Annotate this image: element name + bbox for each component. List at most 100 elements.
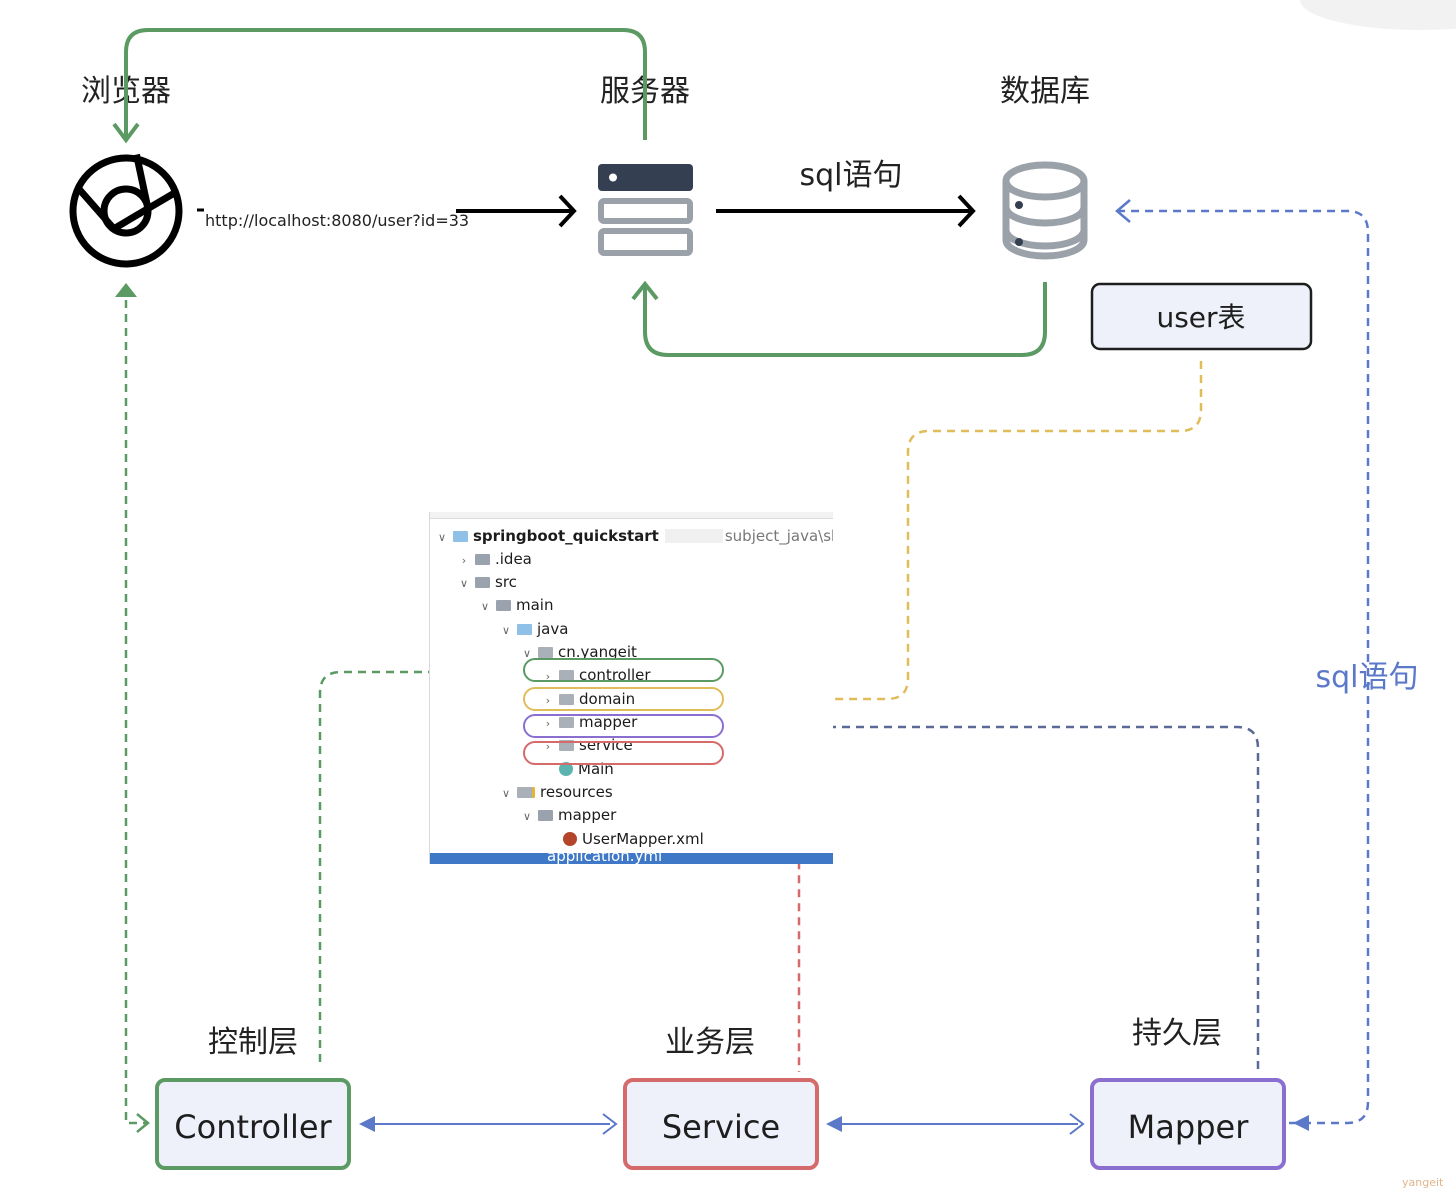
mapper-box	[1090, 1078, 1286, 1170]
service-mapper-arrowhead-left	[826, 1116, 842, 1132]
chevron-down-icon[interactable]: ∨	[501, 787, 511, 800]
tree-label-application-yml: application.yml	[547, 847, 663, 864]
mybatis-xml-icon	[563, 832, 577, 846]
chevron-right-icon[interactable]: ›	[545, 670, 551, 683]
mapper-link	[730, 725, 1260, 1070]
tree-label-main: main	[516, 596, 554, 614]
tree-row-service[interactable]: › service	[540, 734, 633, 757]
chevron-right-icon[interactable]: ›	[461, 554, 467, 567]
source-folder-icon	[517, 624, 532, 635]
controller-box-label: Controller	[174, 1108, 332, 1146]
mapper-box-label: Mapper	[1128, 1108, 1250, 1146]
tree-row-java[interactable]: ∨ java	[498, 618, 568, 641]
tree-row-root[interactable]: ∨ springboot_quickstart subject_java\sh	[434, 525, 833, 548]
chevron-down-icon[interactable]: ∨	[480, 600, 490, 613]
sql-mapper-link	[1116, 209, 1370, 1125]
controller-box	[155, 1078, 351, 1170]
persistence-layer-label: 持久层	[1132, 1016, 1222, 1051]
tree-row-controller[interactable]: › controller	[540, 664, 651, 687]
sql-mapper-arrowhead-bottom	[1293, 1115, 1309, 1131]
controller-service-arrowhead-right	[602, 1113, 618, 1135]
result-arrowhead	[631, 280, 659, 301]
package-icon	[559, 670, 574, 681]
tree-label-res-mapper: mapper	[558, 806, 617, 824]
resources-folder-icon	[517, 787, 535, 798]
tree-row-idea[interactable]: › .idea	[456, 548, 532, 571]
controller-highlight	[523, 658, 724, 682]
chevron-down-icon[interactable]: ∨	[522, 810, 532, 823]
package-icon	[559, 694, 574, 705]
chevron-down-icon[interactable]: ∨	[459, 577, 469, 590]
folder-icon	[475, 577, 490, 588]
browser-controller-arrowhead-top	[115, 283, 137, 297]
chevron-right-icon[interactable]: ›	[545, 694, 551, 707]
tree-row-application-yml[interactable]: application.yml	[430, 847, 833, 864]
spring-main-class-icon	[559, 762, 573, 776]
service-mapper-arrowhead-right	[1069, 1113, 1085, 1135]
watermark: yangeit	[1402, 1176, 1444, 1189]
domain-highlight	[523, 687, 724, 711]
database-label: 数据库	[1000, 74, 1090, 109]
sql-label-top: sql语句	[799, 158, 902, 193]
tree-label-resources: resources	[540, 783, 613, 801]
sql-label-right: sql语句	[1315, 660, 1418, 695]
path-redaction	[664, 529, 723, 543]
corner-shadow	[1300, 0, 1456, 30]
chevron-down-icon[interactable]: ∨	[437, 531, 447, 544]
browser-controller-arrowhead-bottom	[136, 1113, 150, 1133]
tree-row-src[interactable]: ∨ src	[456, 571, 517, 594]
service-box	[623, 1078, 819, 1170]
response-arrowhead-top	[112, 122, 140, 144]
tree-label-domain: domain	[579, 690, 636, 708]
tree-row-res-mapper[interactable]: ∨ mapper	[519, 804, 616, 827]
service-highlight	[523, 741, 724, 765]
tree-label-idea: .idea	[495, 550, 532, 568]
project-panel-header	[430, 512, 833, 519]
tree-label-java: java	[537, 620, 569, 638]
browser-controller-link	[124, 300, 146, 1125]
controller-service-arrowhead-left	[359, 1116, 375, 1132]
chevron-down-icon[interactable]: ∨	[522, 647, 532, 660]
chevron-down-icon[interactable]: ∨	[501, 624, 511, 637]
module-folder-icon	[453, 531, 468, 542]
tree-row-resources[interactable]: ∨ resources	[498, 781, 613, 804]
mapper-highlight	[523, 714, 724, 738]
project-root-label: springboot_quickstart	[473, 527, 659, 545]
package-icon	[538, 647, 553, 658]
request-arrowhead	[558, 194, 577, 228]
tree-row-mapper[interactable]: › mapper	[540, 711, 637, 734]
tree-label-mapper: mapper	[579, 713, 638, 731]
tree-label-src: src	[495, 573, 517, 591]
controller-link	[318, 670, 520, 1062]
tree-row-package[interactable]: ∨ cn.yangeit	[519, 641, 637, 664]
package-icon	[559, 740, 574, 751]
sql-mapper-arrowhead-top	[1115, 199, 1131, 223]
browser-icon	[69, 153, 183, 268]
chevron-right-icon[interactable]: ›	[545, 717, 551, 730]
tree-label-package: cn.yangeit	[558, 643, 637, 661]
folder-icon	[475, 554, 490, 565]
tree-row-domain[interactable]: › domain	[540, 688, 635, 711]
tree-row-main[interactable]: ∨ main	[477, 594, 554, 617]
control-layer-label: 控制层	[208, 1025, 298, 1060]
user-table-label: user表	[1156, 301, 1245, 334]
project-tree-panel: ∨ springboot_quickstart subject_java\sh ›.…	[429, 512, 833, 864]
tree-label-user-mapper-xml: UserMapper.xml	[582, 830, 704, 848]
server-icon	[598, 164, 693, 256]
project-root-path-text: subject_java\sh	[724, 527, 833, 545]
folder-icon	[496, 600, 511, 611]
response-arrow-top	[124, 28, 647, 140]
folder-icon	[538, 810, 553, 821]
database-icon	[1002, 161, 1088, 260]
chevron-right-icon[interactable]: ›	[545, 740, 551, 753]
tree-row-user-mapper-xml[interactable]: UserMapper.xml	[560, 828, 704, 851]
service-box-label: Service	[662, 1108, 780, 1146]
project-root-path: subject_java\sh	[664, 527, 833, 545]
tree-label-service: service	[579, 736, 633, 754]
user-table-box	[1090, 282, 1313, 351]
domain-link	[730, 361, 1203, 701]
business-layer-label: 业务层	[665, 1025, 755, 1060]
package-icon	[559, 717, 574, 728]
tree-label-controller: controller	[579, 666, 651, 684]
